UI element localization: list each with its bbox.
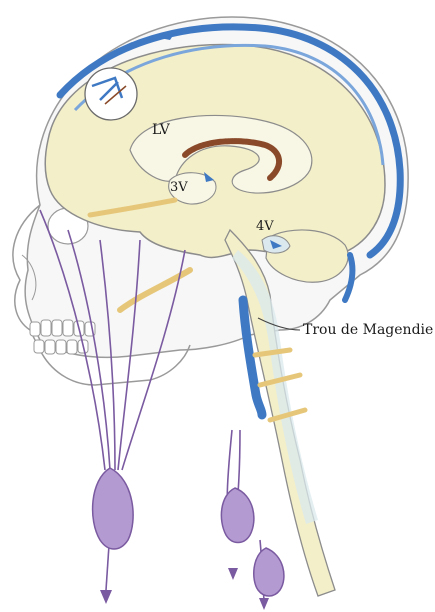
lymph-node <box>254 548 284 596</box>
arrow-icon <box>100 590 112 604</box>
arrow-icon <box>259 598 269 610</box>
label-lateral-ventricle: LV <box>152 122 171 138</box>
magnifier-circle-icon <box>85 68 137 120</box>
lymph-node <box>93 468 134 549</box>
label-third-ventricle: 3V <box>170 180 188 195</box>
label-fourth-ventricle: 4V <box>256 219 274 234</box>
arrow-icon <box>228 568 238 580</box>
lymph-node <box>221 488 254 543</box>
label-foramen-magendie: Trou de Magendie <box>303 322 433 338</box>
